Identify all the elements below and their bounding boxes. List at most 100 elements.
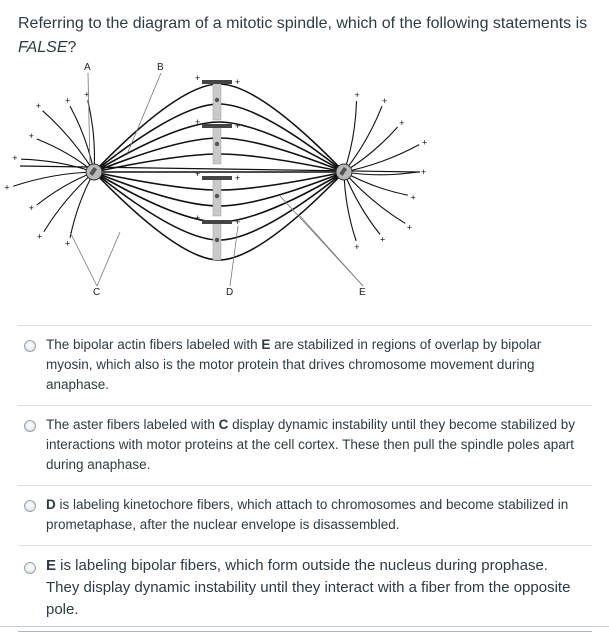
answer-text-part: is labeling kinetochore fibers, which at… xyxy=(46,497,569,532)
question-suffix: ? xyxy=(67,39,77,56)
plus-end-marker: + xyxy=(195,73,200,83)
mitotic-spindle-diagram: ++++++++++++++++++++++++++ A B C D E xyxy=(4,62,427,298)
spindle-fiber-right xyxy=(218,103,345,173)
astral-fiber xyxy=(343,105,383,173)
spindle-fiber-left xyxy=(93,171,220,261)
astral-fiber xyxy=(42,110,95,173)
plus-end-marker: + xyxy=(235,217,240,227)
answer-option-2[interactable]: The aster fibers labeled with C display … xyxy=(18,406,592,486)
plus-end-marker: + xyxy=(354,242,359,252)
answer-text-part: The bipolar actin fibers labeled with xyxy=(46,337,262,352)
centriole xyxy=(89,167,98,176)
astral-fiber xyxy=(43,171,95,233)
question-emphasis: FALSE xyxy=(18,39,68,56)
label-pointer xyxy=(96,231,121,287)
spindle-fiber-right xyxy=(218,137,345,173)
label-e: E xyxy=(359,287,366,298)
spindle-fiber-right xyxy=(218,83,345,173)
plus-end-marker: + xyxy=(37,231,42,241)
plus-end-marker: + xyxy=(399,118,404,128)
spindle-fiber-left xyxy=(93,103,220,173)
answer-text: The bipolar actin fibers labeled with E … xyxy=(46,335,584,395)
question-text: Referring to the diagram of a mitotic sp… xyxy=(18,12,603,60)
answer-text-part: is labeling bipolar fibers, which form o… xyxy=(46,557,571,618)
answer-bold-letter: E xyxy=(46,557,57,574)
spindle-fiber-left xyxy=(93,171,220,241)
kinetochore xyxy=(214,141,220,147)
spindle-fiber-left xyxy=(93,171,220,207)
plus-end-marker: + xyxy=(36,101,41,111)
spindle-fiber-left xyxy=(93,171,220,191)
plus-end-marker: + xyxy=(407,222,412,232)
plus-end-marker: + xyxy=(195,117,200,127)
spindle-fiber-left xyxy=(93,121,220,173)
answer-text: E is labeling bipolar fibers, which form… xyxy=(46,555,584,621)
plus-end-marker: + xyxy=(422,138,427,148)
astral-fiber xyxy=(343,171,419,176)
astral-fiber xyxy=(343,144,420,173)
centriole xyxy=(339,167,348,176)
radio-button[interactable] xyxy=(24,340,36,352)
plus-end-marker: + xyxy=(12,153,17,163)
plus-end-marker: + xyxy=(421,167,426,177)
plus-end-marker: + xyxy=(29,131,34,141)
plus-end-marker: + xyxy=(382,96,387,106)
astral-fiber xyxy=(343,171,409,196)
answer-text-part: display dynamic instability until they b… xyxy=(46,417,576,472)
answer-text-part: The aster fibers labeled with xyxy=(46,417,219,432)
plus-end-markers: ++++++++++++++++++++++++++ xyxy=(4,73,427,252)
label-pointer xyxy=(69,231,98,287)
answer-bold-letter: D xyxy=(46,497,56,512)
answer-bold-letter: E xyxy=(261,337,271,352)
label-a: A xyxy=(84,62,91,73)
overlap-zone xyxy=(202,220,232,224)
radio-button[interactable] xyxy=(24,500,36,512)
label-d: D xyxy=(226,287,233,298)
spindle-fiber-left xyxy=(93,83,220,173)
spindle-fiber-right xyxy=(218,153,345,173)
astral-fiber xyxy=(69,171,95,238)
chromosomes xyxy=(202,80,232,261)
label-pointer xyxy=(87,72,91,169)
plus-end-marker: + xyxy=(4,182,9,192)
plus-end-marker: + xyxy=(355,90,360,100)
label-pointer xyxy=(127,72,162,153)
plus-end-marker: + xyxy=(235,77,240,87)
label-b: B xyxy=(157,62,164,73)
spindle-fiber-left xyxy=(93,153,220,173)
spindle-fiber-left xyxy=(93,137,220,173)
answer-option-1[interactable]: The bipolar actin fibers labeled with E … xyxy=(18,326,592,406)
spindle-poles xyxy=(85,163,353,181)
astral-fiber xyxy=(343,171,406,224)
overlap-zone xyxy=(202,176,232,180)
answer-option-3[interactable]: D is labeling kinetochore fibers, which … xyxy=(18,486,592,546)
astral-fiber xyxy=(21,158,95,173)
plus-end-marker: + xyxy=(29,203,34,213)
spindle-fiber-right xyxy=(218,171,345,241)
plus-end-marker: + xyxy=(235,173,240,183)
kinetochore xyxy=(214,97,220,103)
overlap-zone xyxy=(202,80,232,84)
plus-end-marker: + xyxy=(411,192,416,202)
plus-end-marker: + xyxy=(84,89,89,99)
plus-end-marker: + xyxy=(195,169,200,179)
overlap-zone xyxy=(202,124,232,128)
spindle-fiber-right xyxy=(218,121,345,173)
radio-button[interactable] xyxy=(24,420,36,432)
spindle-fiber-right xyxy=(218,171,345,207)
answer-text: The aster fibers labeled with C display … xyxy=(46,415,584,475)
label-pointer xyxy=(229,225,239,287)
question-prefix: Referring to the diagram of a mitotic sp… xyxy=(18,15,588,32)
answer-list: The bipolar actin fibers labeled with E … xyxy=(18,325,592,632)
plus-end-marker: + xyxy=(195,213,200,223)
spindle-fiber-right xyxy=(218,171,345,191)
label-c: C xyxy=(93,287,100,298)
plus-end-marker: + xyxy=(380,235,385,245)
kinetochore xyxy=(214,193,220,199)
answer-option-4[interactable]: E is labeling bipolar fibers, which form… xyxy=(18,546,592,632)
label-pointer xyxy=(299,215,364,287)
plus-end-marker: + xyxy=(65,96,70,106)
central-fiber xyxy=(19,165,421,173)
answer-bold-letter: C xyxy=(218,417,229,432)
radio-button[interactable] xyxy=(24,562,36,574)
